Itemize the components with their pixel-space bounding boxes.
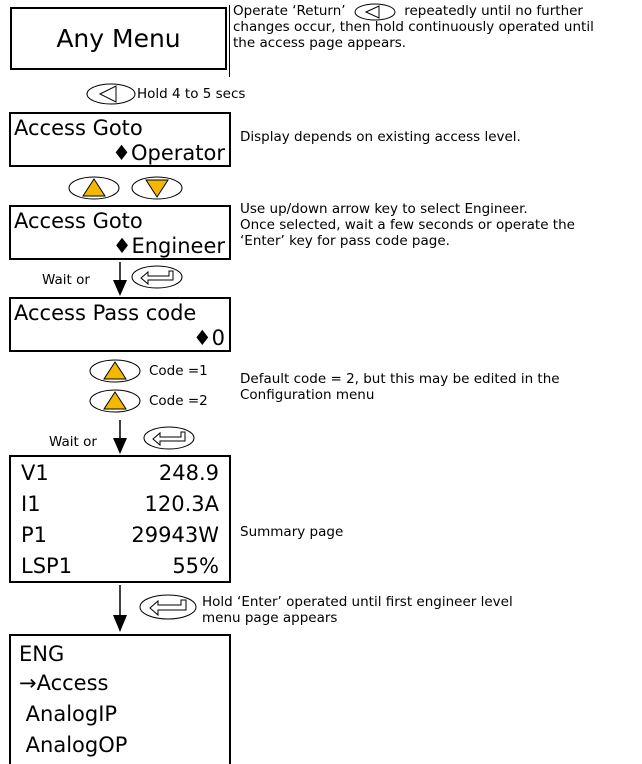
summary-row-label: P1 — [21, 523, 48, 547]
eng-menu-item-analogip[interactable]: AnalogIP — [19, 702, 118, 726]
select-note-line3: ‘Enter’ key for pass code page. — [240, 233, 450, 249]
summary-row-label: LSP1 — [21, 554, 73, 578]
summary-row-value: 29943W — [131, 523, 219, 547]
hold-enter-note-line1: Hold ‘Enter’ operated until first engine… — [202, 594, 513, 610]
hold-enter-note-line2: menu page appears — [202, 610, 338, 626]
enter-key-button[interactable] — [139, 594, 197, 624]
access-goto-title: Access Goto — [14, 209, 143, 233]
summary-row-label: I1 — [21, 492, 41, 516]
return-note-part1: Operate ‘Return’ — [233, 3, 346, 19]
summary-note: Summary page — [240, 524, 344, 540]
access-goto-operator-display: Access Goto ♦Operator — [9, 112, 231, 167]
summary-row-label: V1 — [21, 461, 49, 485]
return-note-line2: changes occur, then hold continuously op… — [233, 19, 594, 35]
return-note-line3: the access page appears. — [233, 35, 407, 51]
display-depends-note: Display depends on existing access level… — [240, 129, 521, 145]
summary-row: V1 248.9 — [21, 461, 219, 485]
down-arrow-key[interactable] — [131, 176, 183, 204]
return-key-icon — [354, 3, 396, 21]
access-pass-code-display: Access Pass code ♦0 — [9, 297, 231, 352]
eng-menu-header: ENG — [19, 642, 65, 666]
any-menu-title: Any Menu — [56, 24, 181, 53]
summary-row-value: 120.3A — [144, 492, 219, 516]
summary-display: V1 248.9 I1 120.3A P1 29943W LSP1 55% — [9, 455, 231, 583]
pass-code-title: Access Pass code — [14, 301, 197, 325]
summary-row: P1 29943W — [21, 523, 219, 547]
return-key-button[interactable] — [86, 83, 136, 109]
note-divider — [229, 5, 230, 77]
default-note-line2: Configuration menu — [240, 387, 375, 403]
default-note-line1: Default code = 2, but this may be edited… — [240, 371, 560, 387]
any-menu-display: Any Menu — [10, 7, 227, 70]
summary-row: LSP1 55% — [21, 554, 219, 578]
select-note-line2: Once selected, wait a few seconds or ope… — [240, 217, 575, 233]
summary-row: I1 120.3A — [21, 492, 219, 516]
eng-menu-display: ENG →Access AnalogIP AnalogOP — [9, 634, 231, 764]
wait-or-label: Wait or — [49, 434, 97, 450]
flow-arrow-head — [113, 615, 127, 632]
code1-label: Code =1 — [149, 363, 208, 379]
pass-code-value: ♦0 — [192, 326, 225, 350]
access-goto-title: Access Goto — [14, 116, 143, 140]
hold-label: Hold 4 to 5 secs — [137, 86, 246, 102]
wait-or-label: Wait or — [42, 272, 90, 288]
enter-key-button[interactable] — [131, 265, 183, 293]
select-note-line1: Use up/down arrow key to select Engineer… — [240, 201, 528, 217]
summary-row-value: 248.9 — [158, 461, 219, 485]
access-level-value: ♦Engineer — [112, 234, 225, 258]
return-note-part1b: repeatedly until no further — [404, 3, 583, 19]
eng-menu-item-analogop[interactable]: AnalogOP — [19, 733, 128, 757]
summary-row-value: 55% — [172, 554, 219, 578]
access-goto-engineer-display: Access Goto ♦Engineer — [9, 205, 231, 260]
eng-menu-item-access[interactable]: →Access — [19, 671, 109, 695]
enter-key-button[interactable] — [143, 426, 195, 454]
code2-label: Code =2 — [149, 393, 208, 409]
flow-arrow-head — [113, 280, 127, 296]
up-arrow-key-code2[interactable] — [89, 389, 141, 417]
flow-arrow-head — [113, 438, 127, 454]
access-level-value: ♦Operator — [112, 141, 225, 165]
up-arrow-key-code1[interactable] — [89, 359, 141, 387]
up-arrow-key[interactable] — [68, 176, 120, 204]
